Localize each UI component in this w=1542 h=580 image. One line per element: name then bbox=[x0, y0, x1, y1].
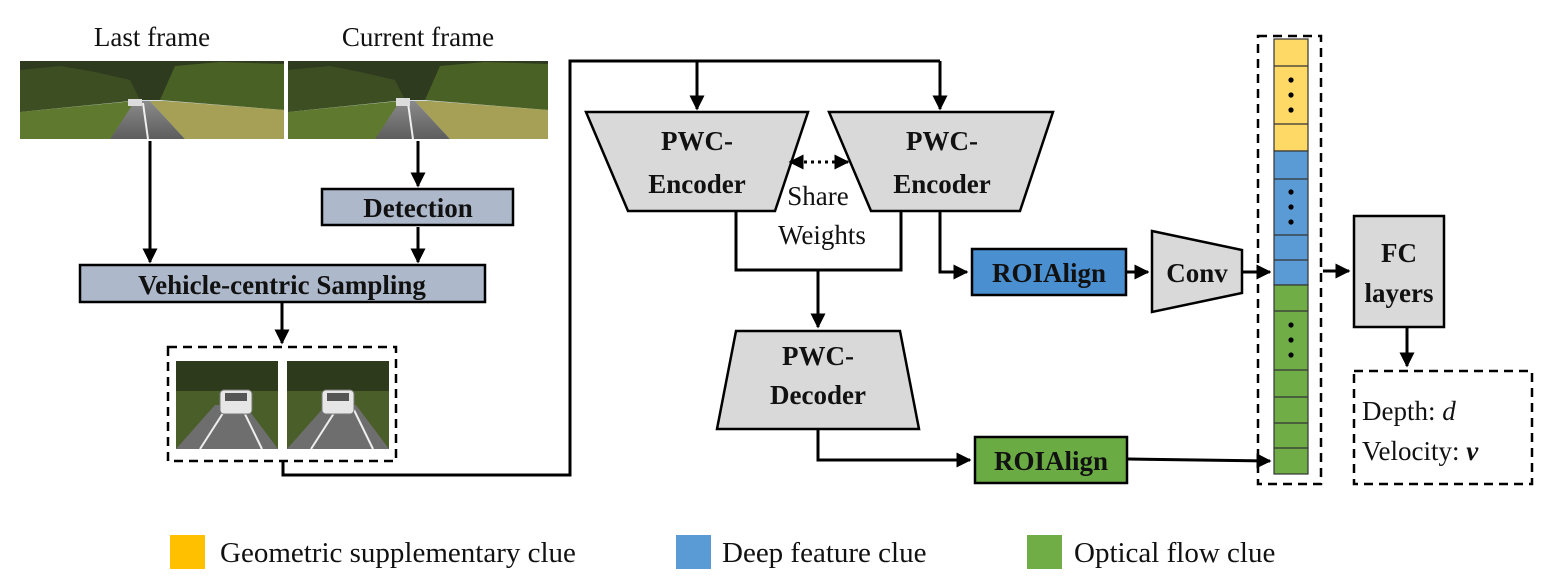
roialign-flow-box bbox=[973, 435, 1129, 485]
legend-label-geometric: Geometric supplementary clue bbox=[220, 537, 576, 569]
depth-output: Depth: d bbox=[1362, 396, 1456, 426]
output-box bbox=[1352, 369, 1534, 486]
feature-segment-flow bbox=[1273, 284, 1309, 475]
ellipsis-dots bbox=[1288, 77, 1294, 358]
sampling-box bbox=[78, 263, 487, 304]
pwc-encoder-right bbox=[827, 110, 1055, 213]
sampling-label: Vehicle-centric Sampling bbox=[138, 270, 426, 300]
decoder-line2: Decoder bbox=[770, 380, 866, 410]
conv-block bbox=[1150, 229, 1244, 314]
detection-box bbox=[320, 187, 515, 227]
roialign-flow-label: ROIAlign bbox=[994, 446, 1108, 476]
legend-label-flow: Optical flow clue bbox=[1074, 537, 1275, 569]
current-frame-image bbox=[288, 61, 548, 140]
decoder-line1: PWC- bbox=[782, 341, 854, 371]
crop-image-current bbox=[287, 361, 389, 450]
legend-label-deep: Deep feature clue bbox=[722, 537, 926, 569]
fc-layers-box bbox=[1352, 214, 1446, 329]
legend-swatch-geometric bbox=[170, 535, 205, 569]
fc-line2: layers bbox=[1365, 278, 1434, 308]
roialign-deep-box bbox=[970, 247, 1128, 297]
crops-group bbox=[166, 345, 398, 463]
crop-image-last bbox=[176, 361, 278, 450]
legend-swatch-flow bbox=[1027, 535, 1062, 569]
connector-crops-to-encoders bbox=[281, 59, 940, 477]
velocity-output: Velocity: v bbox=[1362, 436, 1479, 466]
pwc-decoder bbox=[715, 329, 921, 431]
feature-segment-deep bbox=[1273, 150, 1309, 286]
feature-vector-group bbox=[1256, 34, 1323, 486]
encoder-right-line2: Encoder bbox=[893, 169, 991, 199]
arrow-decoder-to-roialign-green bbox=[816, 430, 972, 468]
feature-vector bbox=[1273, 38, 1309, 475]
weights-label: Weights bbox=[778, 220, 866, 250]
detection-label: Detection bbox=[363, 193, 472, 223]
roialign-deep-label: ROIAlign bbox=[992, 258, 1106, 288]
encoder-left-line1: PWC- bbox=[661, 126, 733, 156]
encoder-right-line1: PWC- bbox=[906, 126, 978, 156]
arrow-roialign-to-features bbox=[1127, 453, 1272, 469]
arrow-encoder-to-roialign-blue bbox=[938, 211, 969, 280]
share-label: Share bbox=[787, 181, 848, 211]
fc-line1: FC bbox=[1381, 238, 1417, 268]
current-frame-label: Current frame bbox=[342, 22, 494, 52]
legend-swatch-deep bbox=[676, 535, 711, 569]
pwc-encoder-left bbox=[584, 110, 810, 213]
last-frame-image bbox=[20, 61, 284, 140]
last-frame-label: Last frame bbox=[94, 22, 210, 52]
encoder-left-line2: Encoder bbox=[648, 169, 746, 199]
conv-label: Conv bbox=[1166, 258, 1228, 288]
